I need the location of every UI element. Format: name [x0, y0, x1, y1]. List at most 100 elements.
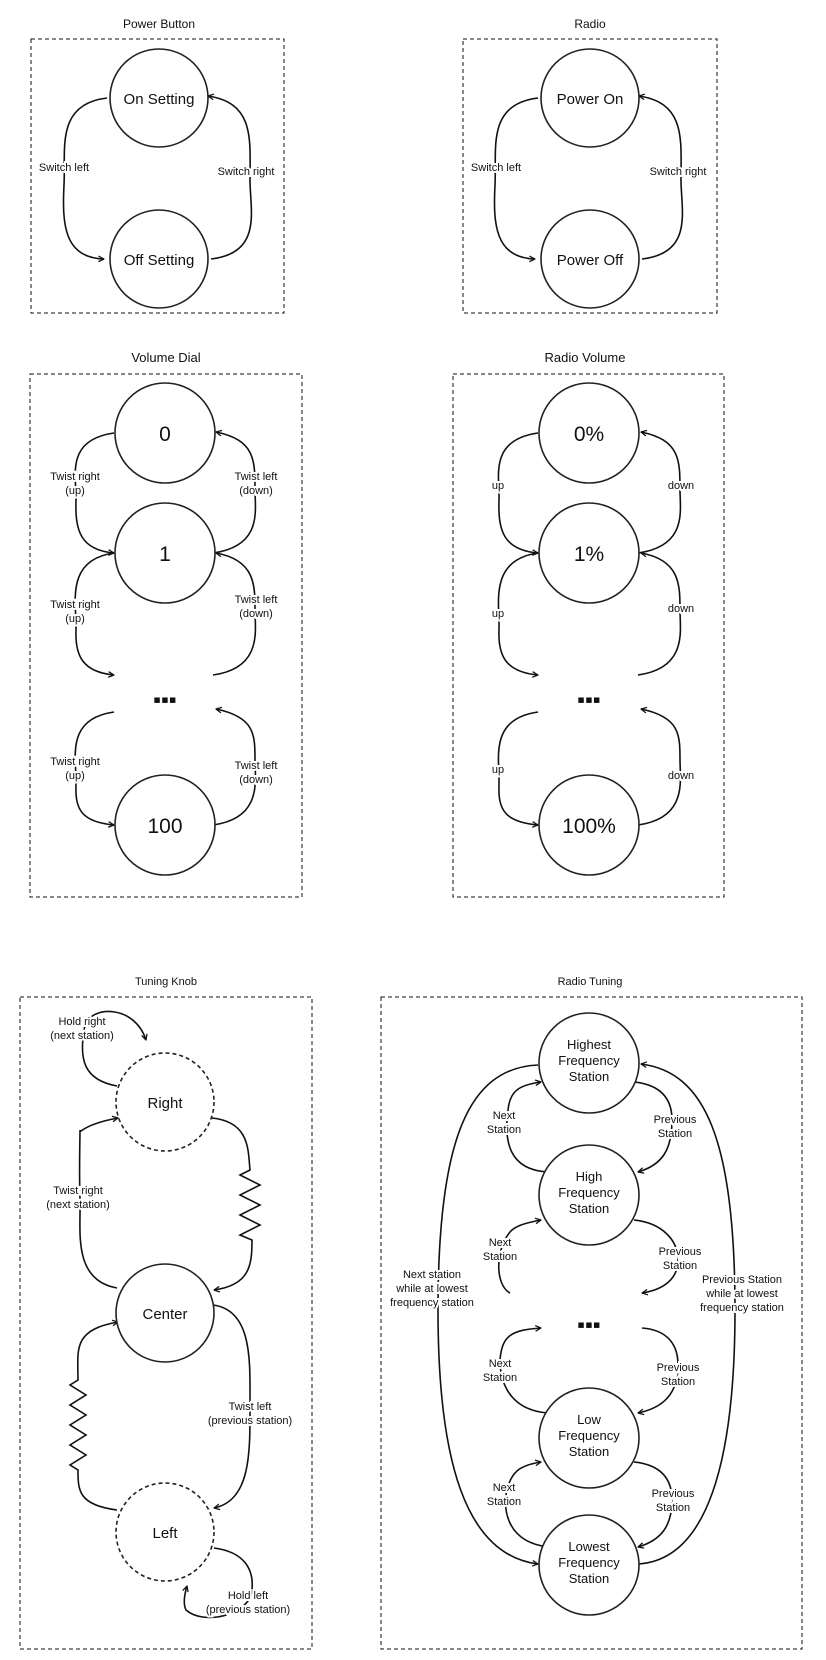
switch-right-label: Switch right [218, 166, 275, 178]
twist-left-down-label: (down) [239, 774, 273, 786]
next-station-arrow [499, 1325, 549, 1414]
ellipsis-label: ▪▪▪ [153, 687, 176, 712]
previous-station-label: Station [661, 1376, 695, 1388]
state-off-setting-label: Off Setting [124, 252, 195, 269]
wrap-next-station-arrow [437, 1064, 539, 1567]
ellipsis-label: ▪▪▪ [577, 687, 600, 712]
previous-station-arrow [633, 1081, 673, 1174]
switch-left-arrow [62, 97, 108, 263]
state-power-on [540, 48, 640, 148]
radio-tuning-title: Radio Tuning [558, 976, 623, 988]
previous-station-arrow [633, 1219, 679, 1296]
previous-station-label: Previous [659, 1246, 702, 1258]
twist-left-label: Twist left [229, 1401, 272, 1413]
twist-left-down-label: (down) [239, 485, 273, 497]
radio-volume-title: Radio Volume [545, 350, 626, 365]
twist-left-down-arrow [212, 706, 257, 826]
switch-left-label: Switch left [39, 162, 89, 174]
switch-right-arrow [638, 93, 684, 260]
twist-left-down-label: Twist left [235, 471, 278, 483]
previous-station-label: Previous [654, 1114, 697, 1126]
previous-station-label: Station [658, 1128, 692, 1140]
wrap-previous-station-arrow [637, 1061, 736, 1565]
state-high-label: Frequency [558, 1185, 620, 1200]
next-station-arrow [504, 1459, 549, 1548]
state-power-on-label: Power On [557, 91, 624, 108]
state-left-label: Left [152, 1525, 178, 1542]
hold-right-label: (next station) [50, 1030, 114, 1042]
state-power-off-label: Power Off [557, 252, 624, 269]
down-label: down [668, 480, 694, 492]
volume-dial-diagram: Volume Dial 0 1 ▪▪▪ 100 Twist right (up)… [29, 350, 303, 898]
twist-left-down-label: Twist left [235, 594, 278, 606]
hold-right-label: Hold right [58, 1016, 105, 1028]
state-low-label: Station [569, 1444, 609, 1459]
state-right [115, 1052, 215, 1152]
power-button-title: Power Button [123, 17, 195, 31]
switch-left-label: Switch left [471, 162, 521, 174]
twist-right-up-label: Twist right [50, 756, 100, 768]
tuning-knob-diagram: Tuning Knob Right Center Left Hold right… [19, 976, 313, 1650]
tuning-knob-frame [19, 996, 313, 1650]
up-arrow [497, 432, 539, 556]
twist-left-label: (previous station) [208, 1415, 292, 1427]
state-100-percent [538, 774, 640, 876]
state-left [115, 1482, 215, 1582]
previous-station-label: Previous [657, 1362, 700, 1374]
twist-right-arrow [78, 1115, 119, 1289]
state-on-setting [109, 48, 209, 148]
twist-left-down-label: Twist left [235, 760, 278, 772]
state-highest-label: Highest [567, 1037, 611, 1052]
wrap-next-station-label: frequency station [390, 1297, 474, 1309]
down-label: down [668, 603, 694, 615]
state-lowest-label: Station [569, 1571, 609, 1586]
hold-right-arrow [81, 1010, 148, 1087]
volume-dial-title: Volume Dial [131, 350, 200, 365]
state-100-percent-label: 100% [562, 815, 616, 838]
state-right-label: Right [147, 1095, 183, 1112]
radio-title: Radio [574, 17, 606, 31]
switch-left-arrow [493, 97, 539, 263]
state-high-frequency-station [538, 1144, 640, 1246]
twist-right-up-arrow [74, 552, 115, 678]
switch-right-arrow [207, 93, 253, 260]
down-label: down [668, 770, 694, 782]
next-station-label: Station [483, 1372, 517, 1384]
wrap-next-station-label: Next station [403, 1269, 461, 1281]
radio-volume-diagram: Radio Volume 0% 1% ▪▪▪ 100% up up up dow… [452, 350, 725, 898]
twist-right-label: (next station) [46, 1199, 110, 1211]
next-station-label: Station [487, 1496, 521, 1508]
next-station-arrow [505, 1079, 549, 1173]
down-arrow [637, 550, 682, 676]
state-1-percent [538, 502, 640, 604]
twist-left-down-arrow [212, 429, 257, 554]
state-highest-label: Frequency [558, 1053, 620, 1068]
twist-left-down-arrow [212, 550, 257, 676]
next-station-label: Next [493, 1482, 516, 1494]
twist-right-up-arrow [74, 432, 115, 556]
state-0 [114, 382, 216, 484]
state-100-label: 100 [147, 815, 182, 838]
state-1-percent-label: 1% [574, 543, 604, 566]
next-station-label: Next [493, 1110, 516, 1122]
up-arrow [497, 711, 539, 828]
down-arrow [637, 706, 682, 826]
up-label: up [492, 764, 504, 776]
previous-station-arrow [633, 1461, 673, 1549]
state-0-percent-label: 0% [574, 423, 604, 446]
down-arrow [637, 429, 682, 554]
wrap-previous-station-label: frequency station [700, 1302, 784, 1314]
tuning-knob-title: Tuning Knob [135, 976, 197, 988]
state-lowest-frequency-station [538, 1514, 640, 1616]
radio-frame [462, 38, 718, 314]
twist-right-up-label: (up) [65, 770, 85, 782]
twist-right-up-label: (up) [65, 613, 85, 625]
next-station-label: Next [489, 1358, 512, 1370]
state-highest-frequency-station [538, 1012, 640, 1114]
next-station-arrow [498, 1217, 542, 1294]
state-center [115, 1263, 215, 1363]
radio-volume-frame [452, 373, 725, 898]
twist-right-up-label: Twist right [50, 471, 100, 483]
twist-right-label: Twist right [53, 1185, 103, 1197]
